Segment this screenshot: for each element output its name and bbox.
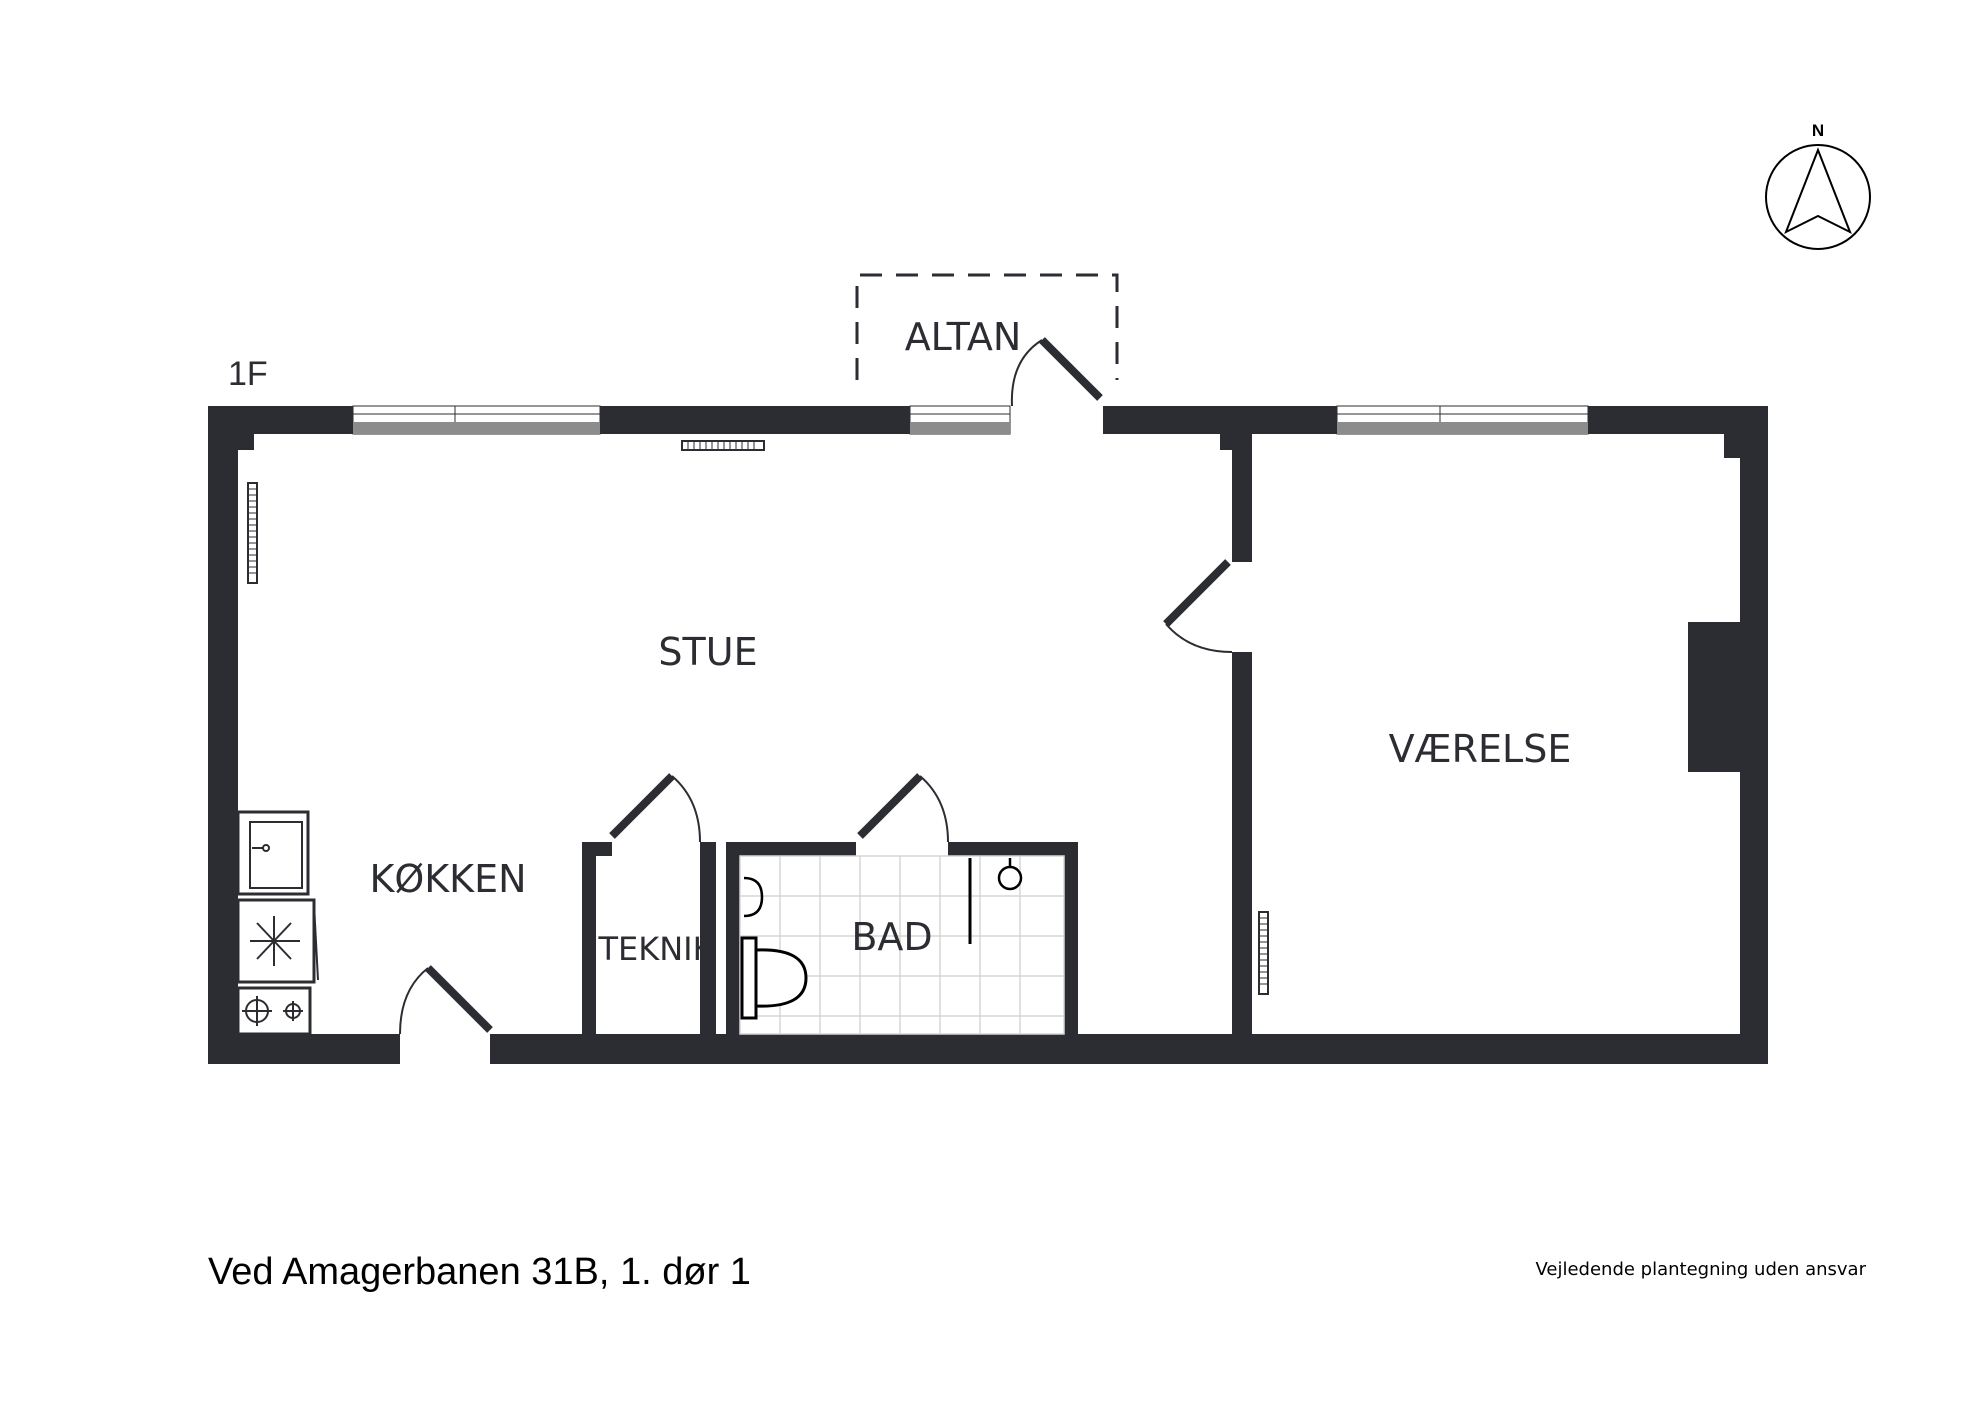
room-label-kokken: KØKKEN <box>369 857 526 901</box>
disclaimer-caption: Vejledende plantegning uden ansvar <box>1535 1259 1866 1280</box>
washbasin-icon <box>743 876 764 918</box>
compass-north-label: N <box>1812 121 1824 140</box>
room-label-stue: STUE <box>658 630 757 674</box>
window-stue-2 <box>909 405 1011 435</box>
radiators <box>247 440 1269 995</box>
floor-label: 1F <box>228 355 268 393</box>
compass-circle <box>1765 144 1871 250</box>
door-teknik <box>609 773 701 843</box>
toilet-icon <box>740 936 808 1020</box>
bathroom-tiles <box>739 855 1065 1035</box>
sink-icon <box>236 810 310 896</box>
compass-arrow-icon <box>1784 147 1852 235</box>
door-entrance <box>399 965 493 1035</box>
window-stue-1 <box>352 405 601 435</box>
shower-drain-icon <box>997 865 1023 891</box>
bathroom <box>739 855 1065 1035</box>
north-compass: N <box>1765 121 1871 250</box>
radiator-vaerelse <box>1258 911 1269 995</box>
door-vaerelse <box>1163 559 1233 653</box>
stove-icon <box>236 986 312 1036</box>
radiator-stue-left <box>247 482 258 584</box>
kitchen-fixtures <box>236 810 319 1036</box>
balcony-outline <box>855 273 1119 380</box>
door-bad <box>857 773 949 843</box>
room-label-vaerelse: VÆRELSE <box>1389 727 1572 771</box>
fridge-icon <box>236 898 319 984</box>
radiator-stue-top <box>681 440 765 451</box>
windows <box>352 405 1589 435</box>
door-altan <box>1010 337 1103 407</box>
room-label-altan: ALTAN <box>905 315 1022 359</box>
window-vaerelse <box>1336 405 1589 435</box>
address-caption: Ved Amagerbanen 31B, 1. dør 1 <box>208 1251 751 1293</box>
room-label-teknik: TEKNIK <box>597 930 714 968</box>
room-label-bad: BAD <box>851 915 932 959</box>
doors <box>399 337 1233 1035</box>
walls <box>208 406 1768 1064</box>
